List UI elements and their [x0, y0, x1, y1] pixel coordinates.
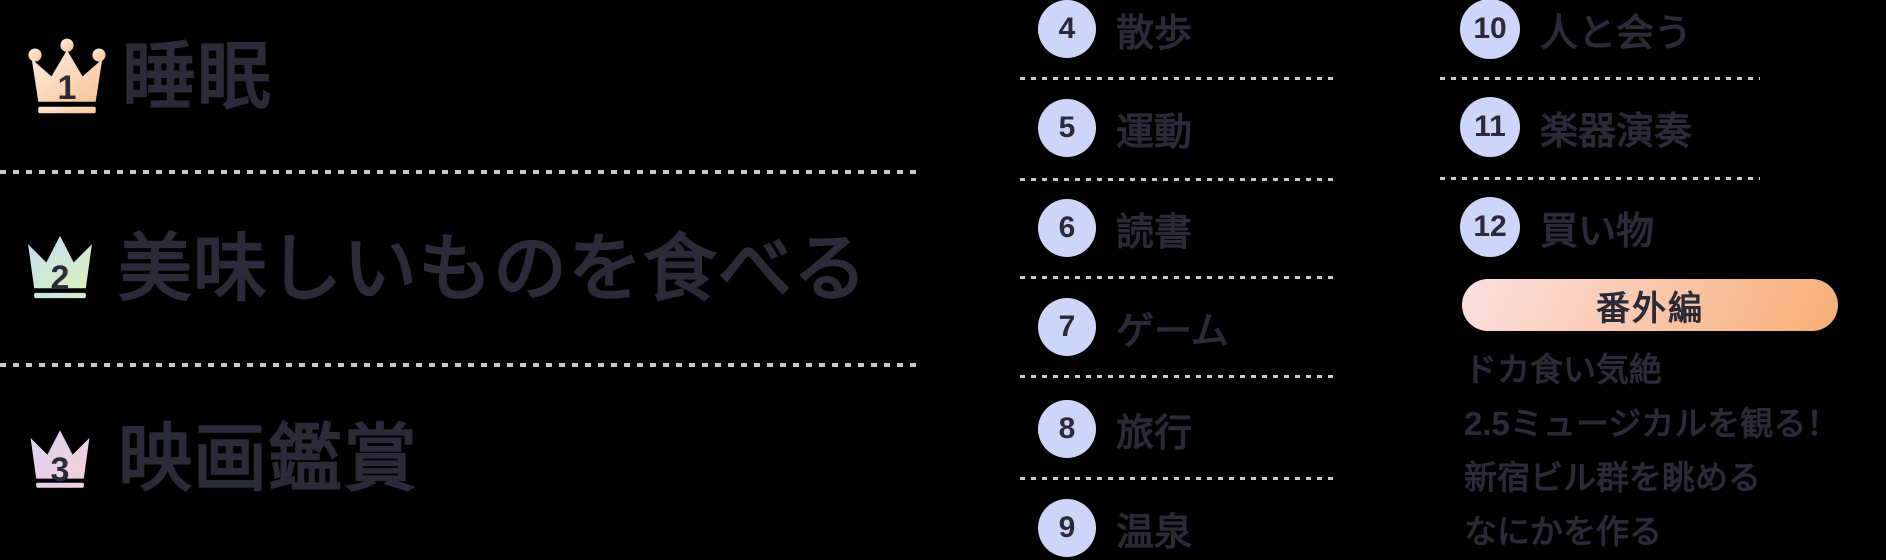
rank2-label: 美味しいものを食べる: [118, 227, 868, 310]
rank-badge: 10: [1460, 0, 1520, 59]
rank-badge: 7: [1038, 298, 1096, 356]
rank-badge: 8: [1038, 400, 1096, 458]
crown-rank2-icon: 2: [22, 228, 98, 306]
bonus-item: 新宿ビル群を眺める: [1464, 459, 1761, 496]
ranking-item-12: 12 買い物: [1460, 197, 1655, 257]
crown-rank3-icon: 3: [22, 424, 98, 494]
rank-badge: 4: [1038, 0, 1096, 58]
rank-badge: 9: [1038, 499, 1096, 557]
bonus-section-badge: 番外編: [1462, 279, 1838, 331]
ranking-item-label: 旅行: [1116, 412, 1193, 455]
crown-rank1-icon: 1: [26, 36, 108, 120]
divider: [1020, 178, 1338, 181]
divider: [1440, 77, 1760, 80]
rank1-label: 睡眠: [122, 35, 272, 118]
ranking-item-label: 運動: [1116, 111, 1193, 154]
ranking-item-label: ゲーム: [1116, 310, 1229, 353]
rank-badge: 6: [1038, 199, 1096, 257]
ranking-item-8: 8 旅行: [1038, 400, 1192, 458]
rank2-number: 2: [50, 258, 70, 297]
divider: [1020, 375, 1338, 378]
ranking-item-9: 9 温泉: [1038, 499, 1192, 557]
divider: [1440, 177, 1760, 180]
ranking-item-10: 10 人と会う: [1460, 0, 1693, 59]
ranking-item-label: 散歩: [1116, 12, 1193, 55]
rank-badge: 5: [1038, 99, 1096, 157]
ranking-item-4: 4 散歩: [1038, 0, 1192, 58]
rank3-label: 映画鑑賞: [118, 417, 418, 500]
ranking-item-label: 買い物: [1540, 210, 1655, 253]
ranking-item-6: 6 読書: [1038, 199, 1192, 257]
ranking-item-label: 読書: [1116, 211, 1193, 254]
ranking-item-11: 11 楽器演奏: [1460, 97, 1693, 157]
divider: [0, 170, 920, 174]
ranking-item-5: 5 運動: [1038, 99, 1192, 157]
ranking-item-7: 7 ゲーム: [1038, 298, 1229, 356]
divider: [1020, 477, 1338, 480]
ranking-item-label: 楽器演奏: [1540, 110, 1693, 153]
divider: [0, 363, 920, 367]
rank1-number: 1: [57, 69, 77, 108]
ranking-item-label: 温泉: [1116, 511, 1193, 554]
bonus-item: ドカ食い気絶: [1464, 351, 1662, 388]
rank-badge: 11: [1460, 97, 1520, 157]
rank-badge: 12: [1460, 197, 1520, 257]
divider: [1020, 77, 1338, 80]
ranking-item-label: 人と会う: [1540, 12, 1693, 55]
bonus-section-title: 番外編: [1596, 289, 1704, 328]
bonus-item: 2.5ミュージカルを観る！: [1464, 405, 1840, 442]
rank3-number: 3: [50, 451, 70, 490]
bonus-item: なにかを作る: [1464, 513, 1662, 550]
divider: [1020, 276, 1338, 279]
